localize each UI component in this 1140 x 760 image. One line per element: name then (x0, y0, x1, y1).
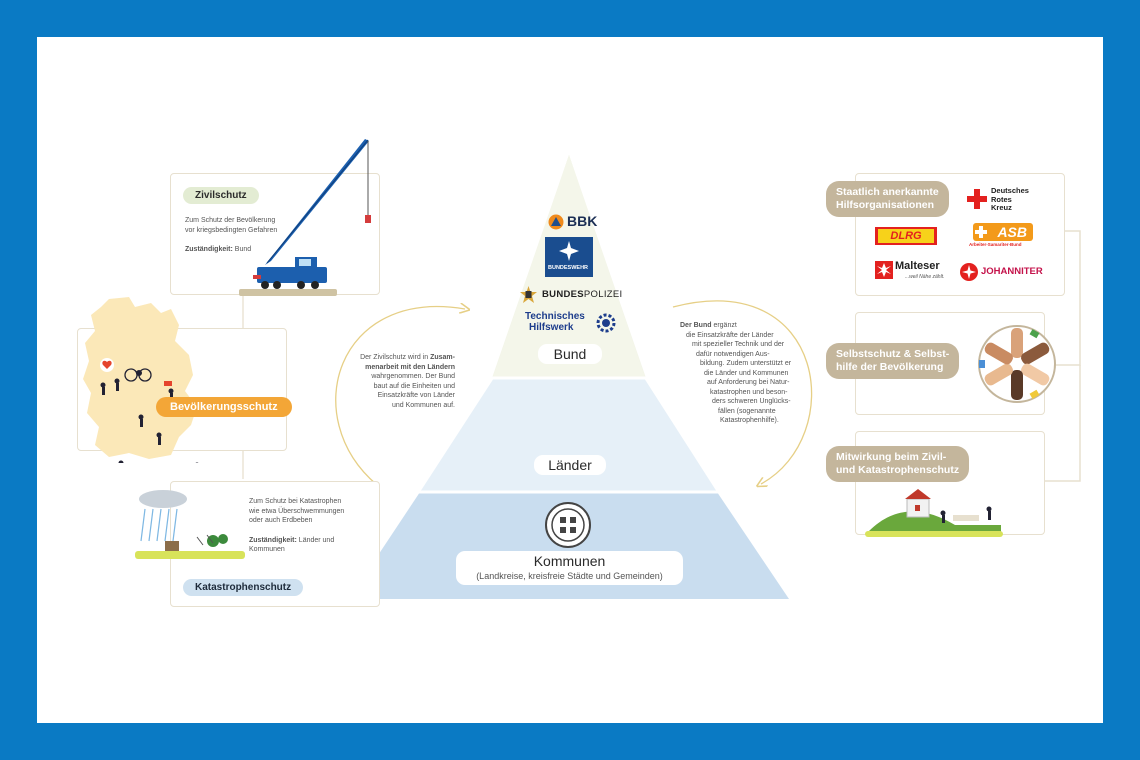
asb-text: ASB (973, 223, 1033, 241)
dlrg-logo: DLRG (875, 227, 937, 245)
hilfsorganisationen-title: Staatlich anerkannte Hilfsorganisationen (826, 181, 949, 217)
germany-map-icon (83, 297, 199, 463)
bbk-text: BBK (567, 213, 598, 229)
title-line: und Katastrophenschutz (836, 464, 960, 476)
text-line: bildung. Zudem unterstützt er (700, 360, 792, 367)
text-line: wahrgenommen. Der Bund (371, 373, 455, 380)
text-line: und Kommunen auf. (391, 401, 455, 409)
bevoelkerungsschutz-title: Bevölkerungsschutz (156, 397, 292, 417)
poster-canvas: BBK BUNDESWEHR BUNDESPOLIZEI Technisches… (37, 37, 1103, 723)
text-line: Zum Schutz der Bevölkerung (185, 217, 276, 224)
text-line: dafür notwendigen Aus- (696, 350, 770, 358)
zust-label: Zuständigkeit: (249, 536, 297, 544)
dlrg-text: DLRG (878, 229, 934, 243)
drk-text: Rotes (991, 194, 1012, 204)
zust-value: Bund (234, 246, 252, 253)
text-line: die Einsatzkräfte der Länder (686, 331, 774, 339)
title-line: Selbstschutz & Selbst- (836, 348, 950, 360)
bundespolizei-bold: BUNDES (542, 289, 584, 300)
selbstschutz-title: Selbstschutz & Selbst- hilfe der Bevölke… (826, 343, 960, 379)
kommunen-label-box: Kommunen (Landkreise, kreisfreie Städte … (456, 551, 683, 585)
mitwirkung-title: Mitwirkung beim Zivil- und Katastrophens… (826, 446, 970, 482)
text-line: oder auch Erdbeben (249, 517, 313, 524)
zivilschutz-title: Zivilschutz (183, 187, 259, 204)
iron-cross-icon (559, 241, 579, 261)
text-line: baut auf die Einheiten und (373, 382, 455, 390)
text-line: ders schweren Unglücks- (712, 398, 791, 405)
zust-value: Kommunen (249, 546, 285, 553)
text-line: ergänzt (711, 322, 737, 329)
drk-text: Deutsches (991, 186, 1029, 195)
kommunen-label: Kommunen (533, 553, 606, 569)
text-line: auf Anforderung bei Natur- (707, 379, 790, 386)
text-line: mit spezieller Technik und der (692, 341, 785, 348)
malteser-text: Malteser (895, 260, 940, 272)
thw-gear-icon (596, 313, 616, 333)
thw-logo: Technisches Hilfswerk (525, 311, 625, 337)
federal-eagle-star-icon (520, 286, 537, 303)
bbk-logo: BBK (548, 212, 608, 232)
katastrophenschutz-description: Zum Schutz bei Katastrophen wie etwa Übe… (249, 497, 374, 555)
kommunen-emblem-icon (545, 502, 591, 548)
title-line: Hilfsorganisationen (836, 199, 935, 211)
asb-logo: ASB Arbeiter-Samariter-Bund (969, 223, 1039, 251)
malteser-cross-icon (875, 261, 893, 279)
arrow-right-curve (672, 300, 813, 484)
thw-line2: Hilfswerk (529, 322, 574, 333)
johanniter-logo: JOHANNITER (960, 263, 1050, 283)
drk-text: Kreuz (991, 203, 1012, 212)
title-line: hilfe der Bevölkerung (836, 361, 944, 373)
volunteers-rescue-icon (865, 489, 1003, 537)
storm-flood-icon (135, 490, 245, 559)
red-cross-icon (967, 189, 987, 209)
drk-logo: Deutsches Rotes Kreuz (967, 186, 1047, 217)
thw-line1: Technisches (525, 311, 585, 322)
text-bold: Zusam- (430, 354, 455, 361)
text-line: menarbeit mit den Ländern (365, 363, 455, 371)
johanniter-cross-icon (960, 263, 978, 281)
text-bold: Der Bund (680, 322, 712, 329)
laender-label: Länder (534, 455, 606, 475)
title-line: Mitwirkung beim Zivil- (836, 451, 947, 463)
johanniter-text: JOHANNITER (981, 266, 1043, 277)
pyramid-tier-laender (420, 378, 717, 492)
asb-subtitle: Arbeiter-Samariter-Bund (969, 242, 1022, 247)
bundeswehr-logo: BUNDESWEHR (545, 237, 593, 277)
text-line: Katastrophenhilfe). (720, 417, 779, 424)
text-line: wie etwa Überschwemmungen (249, 507, 345, 515)
zivilschutz-description: Zum Schutz der Bevölkerung vor kriegsbed… (185, 216, 295, 255)
katastrophenschutz-title: Katastrophenschutz (183, 579, 304, 596)
arrow-left-curve (335, 307, 465, 486)
text-line: Der Zivilschutz wird in (360, 354, 431, 361)
text-line: fällen (sogenannte (718, 407, 776, 415)
text-line: vor kriegsbedingten Gefahren (185, 226, 278, 234)
asb-cross-icon (975, 226, 987, 238)
bbk-emblem-icon (548, 214, 564, 230)
bund-label: Bund (538, 344, 602, 364)
text-line: Zum Schutz bei Katastrophen (249, 498, 342, 505)
bundeswehr-text: BUNDESWEHR (548, 265, 589, 271)
text-line: die Länder und Kommunen (704, 369, 789, 377)
crane-icon (239, 139, 371, 296)
zust-value: Länder und (298, 536, 335, 544)
bundespolizei-rest: POLIZEI (583, 289, 623, 300)
malteser-subtitle: ...weil Nähe zählt. (905, 274, 945, 280)
malteser-logo: Malteser ...weil Nähe zählt. (875, 259, 945, 285)
title-line: Staatlich anerkannte (836, 186, 939, 198)
bund-support-text: Der Bund ergänzt die Einsatzkräfte der L… (680, 321, 798, 426)
text-line: katastrophen und beson- (710, 388, 788, 396)
text-line: Einsatzkräfte von Länder (377, 392, 455, 399)
katastrophenschutz-card: Zum Schutz bei Katastrophen wie etwa Übe… (170, 481, 380, 607)
bundespolizei-logo: BUNDESPOLIZEI (520, 286, 630, 304)
kommunen-sublabel: (Landkreise, kreisfreie Städte und Gemei… (476, 571, 663, 581)
zust-label: Zuständigkeit: (185, 246, 233, 253)
joined-hands-icon (978, 325, 1056, 403)
zivilschutz-cooperation-text: Der Zivilschutz wird in Zusam- menarbeit… (335, 353, 455, 410)
